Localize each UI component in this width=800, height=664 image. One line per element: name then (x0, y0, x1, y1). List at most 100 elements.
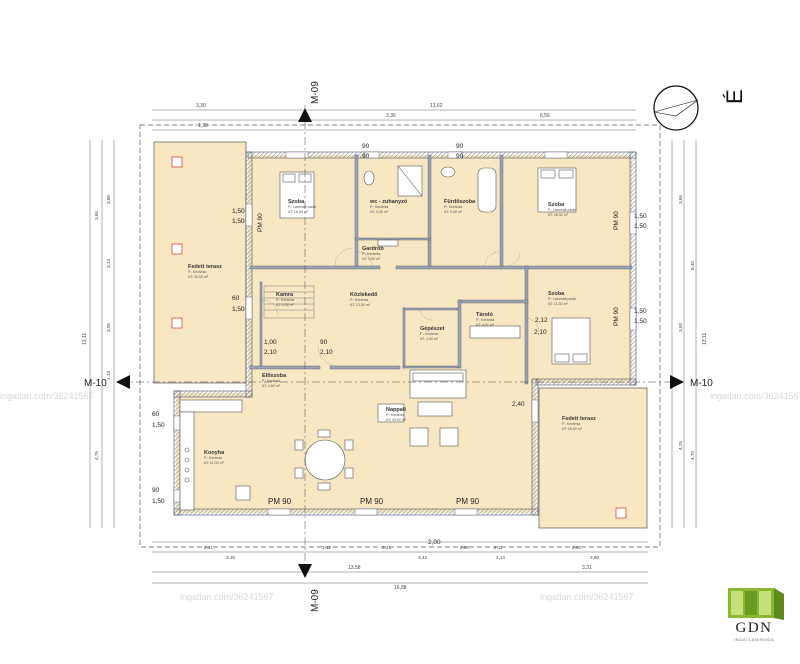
room-label: Tároló P.: Kerámia AT: 4,51 m² (476, 312, 495, 327)
dimension-label: 6,40 (690, 261, 695, 270)
room-floor: P.: Kerámia (386, 413, 404, 417)
dimension-texts: 3,30 13,62 3,36 6,56 1,30 2,41 3,12 3,41… (82, 103, 708, 591)
window-tag: 1,50 (634, 223, 647, 230)
window-tag: 1,50 (232, 218, 245, 225)
terrace-west (153, 141, 247, 384)
window-tag: 1,50 (634, 213, 647, 220)
armchair-icon (439, 427, 459, 447)
dimension-label: 3,65 (106, 195, 111, 204)
window-tag: 1,50 (634, 308, 647, 315)
window-tag: PM 90 (268, 497, 292, 506)
terrace-lamps (171, 156, 627, 519)
dimension-label: 2,65 (572, 545, 581, 550)
room-area: AT: 43,00 m² (386, 418, 407, 422)
window-tag: PM 90 (360, 497, 384, 506)
window-tag: 1,50 (232, 208, 245, 215)
window-tag: 1,50 (634, 318, 647, 325)
room-name: Fürdőszoba (444, 199, 476, 205)
room-area: AT: 4,50 m² (420, 337, 439, 341)
room-label: wc - zuhanyzó P.: Kerámia AT: 4,35 m² (369, 199, 408, 214)
lamp-icon (615, 507, 627, 519)
room-floor: P.: Kerámia (420, 332, 438, 336)
room-name: Gardrób (362, 246, 384, 252)
room-area: AT: 16,00 m² (562, 427, 583, 431)
terrace-east (538, 387, 648, 529)
dimension-label: 3,05 (106, 323, 111, 332)
dimension-label: 3,42 (418, 555, 427, 560)
room-label: Szoba P.: Laminált padló AT: 11,50 m² (548, 291, 576, 306)
section-label-bottom: M-09 (310, 589, 321, 612)
room-floor: P.: Kerámia (188, 270, 206, 274)
window-tag: 2,00 (428, 539, 441, 546)
room-name: Szoba (548, 202, 565, 208)
room-name: Fedett terasz (562, 416, 596, 422)
dimension-label: 16,88 (394, 585, 407, 591)
window-tag: PM 90 (613, 307, 620, 326)
logo-subtext: INGATLANIRODA (733, 637, 775, 642)
window-tag: PM 90 (613, 211, 620, 230)
room-label: Kamra P.: Kerámia AT: 3,50 m² (276, 292, 295, 307)
room-floor: P.: Kerámia (276, 298, 294, 302)
dimension-label: 3,65 (94, 211, 99, 220)
dimension-label: 1,30 (198, 123, 208, 129)
dimension-label: 6,56 (540, 113, 550, 119)
lamp-icon (171, 317, 183, 329)
dining-table-icon (304, 439, 346, 481)
fridge-icon (235, 485, 251, 501)
compass-letter: É (722, 89, 747, 104)
room-name: Közlekedő (350, 292, 378, 298)
watermark-text: ingatlan.com/36241567 (180, 592, 274, 602)
dimension-label: 3,00 (678, 323, 683, 332)
furniture (179, 165, 591, 511)
room-name: wc - zuhanyzó (369, 199, 408, 205)
dimension-label: 2,11 (494, 545, 503, 550)
room-label: Szoba P.: Laminált padló AT: 16,84 m² (288, 199, 316, 214)
window-tag: 2,40 (512, 401, 525, 408)
gdn-logo (728, 588, 784, 620)
dimension-label: 3,12 (322, 545, 331, 550)
section-arrow-icon (670, 375, 684, 389)
room-label: Konyha P.: Kerámia AT: 11,00 m² (204, 450, 225, 465)
room-label: Előszoba P.: Kerámia AT: 4,50 m² (262, 373, 287, 388)
room-area: AT: 13,50 m² (350, 303, 371, 307)
window-tag: 1,50 (232, 306, 245, 313)
armchair-icon (409, 427, 429, 447)
room-label: Gépészet P.: Kerámia AT: 4,50 m² (420, 326, 445, 341)
room-name: Gépészet (420, 326, 445, 332)
room-floor: P.: Laminált padló (548, 297, 576, 301)
room-area: AT: 3,50 m² (362, 257, 381, 261)
window-tag: PM 90 (456, 497, 480, 506)
dimension-label: 13,62 (430, 103, 443, 109)
lamp-icon (171, 243, 183, 255)
dimension-label: 4,75 (94, 451, 99, 460)
dimension-label: 4,70 (690, 451, 695, 460)
watermark-text: ingatlan.com/36241567 (0, 391, 94, 401)
tv-icon (377, 403, 405, 423)
dimension-label: 2,00 (460, 545, 469, 550)
room-name: Konyha (204, 450, 225, 456)
window-tag: 2,10 (320, 349, 333, 356)
dimension-label: 3,14 (106, 259, 111, 268)
dimension-label: 1,13 (106, 371, 111, 380)
windows (173, 151, 637, 516)
room-floor: P.: Kerámia (370, 205, 388, 209)
dimension-label: 3,65 (678, 195, 683, 204)
room-label: Fürdőszoba P.: Kerámia AT: 9,05 m² (444, 199, 476, 214)
window-tag: 60 (232, 295, 240, 302)
dimension-label: 3,36 (386, 113, 396, 119)
room-labels: Szoba P.: Laminált padló AT: 16,84 m² wc… (188, 199, 596, 465)
dimension-label: 3,41 (382, 545, 391, 550)
lamp-icon (171, 156, 183, 168)
section-markers: M-09 M-09 M-10 M-10 (84, 81, 713, 612)
dimension-label: 2,41 (204, 545, 213, 550)
room-floor: P.: Kerámia (262, 379, 280, 383)
window-tag: 2,10 (264, 349, 277, 356)
section-label-right: M-10 (690, 378, 713, 389)
room-name: Tároló (476, 312, 493, 318)
window-tag: 1,00 (264, 339, 277, 346)
section-arrow-icon (298, 108, 312, 122)
dimension-label: 13,58 (348, 565, 361, 571)
room-area: AT: 4,35 m² (370, 210, 389, 214)
room-floor: P.: Laminált padló (548, 208, 576, 212)
